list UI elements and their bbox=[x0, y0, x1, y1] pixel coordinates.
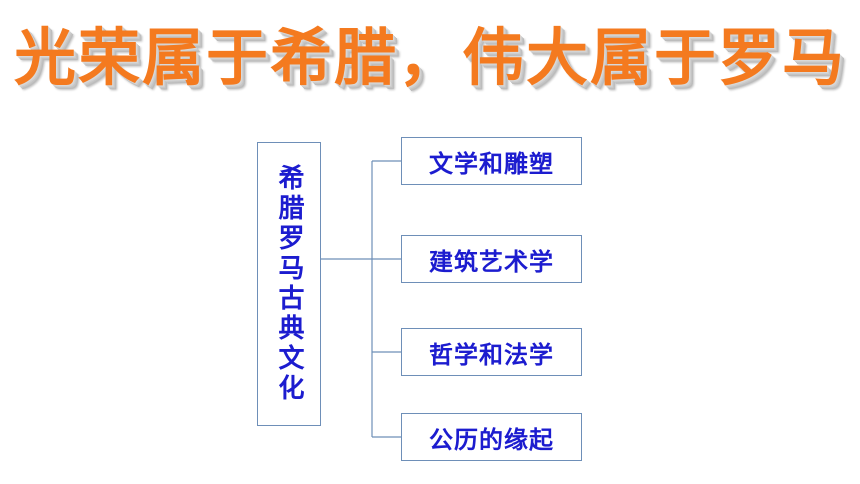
branch-node-literature-sculpture: 文学和雕塑 bbox=[401, 137, 582, 185]
branch-node-calendar-origin: 公历的缘起 bbox=[401, 413, 582, 461]
branch-node-philosophy-law: 哲学和法学 bbox=[401, 328, 582, 376]
slide-title: 光荣属于希腊，伟大属于罗马 bbox=[13, 21, 846, 94]
branch-node-architecture: 建筑艺术学 bbox=[401, 235, 582, 283]
root-node-label: 希腊罗马古典文化 bbox=[274, 164, 304, 404]
root-node: 希腊罗马古典文化 bbox=[257, 142, 321, 426]
